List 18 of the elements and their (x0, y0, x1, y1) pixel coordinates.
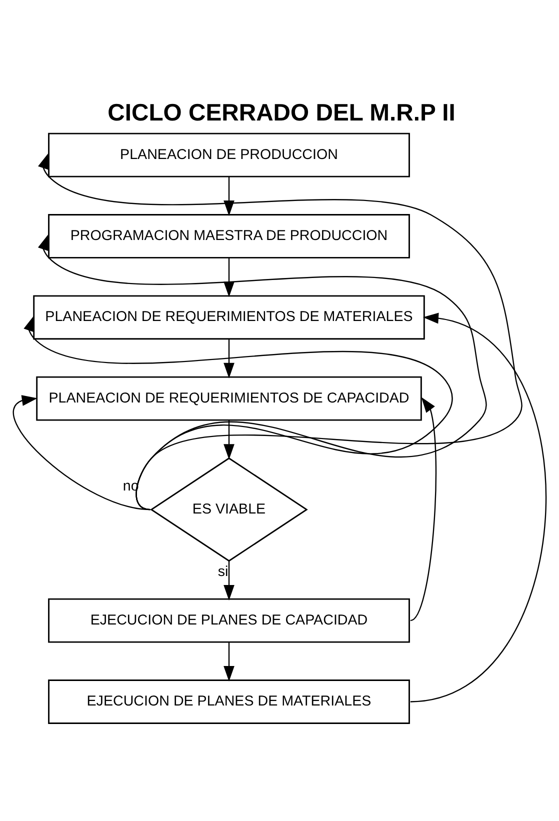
node-box: PROGRAMACION MAESTRA DE PRODUCCION (48, 214, 410, 258)
arrow (410, 397, 436, 622)
node-box: PLANEACION DE REQUERIMIENTOS DE MATERIALES (33, 295, 425, 340)
node-box: PLANEACION DE PRODUCCION (48, 132, 410, 178)
arrow (12, 395, 150, 510)
arrow (24, 316, 453, 510)
node-box: EJECUCION DE PLANES DE CAPACIDAD (48, 598, 410, 643)
arrow (224, 560, 234, 601)
arrow (224, 420, 234, 460)
node-box: PLANEACION DE REQUERIMIENTOS DE CAPACIDAD (36, 376, 422, 421)
arrow (224, 258, 234, 298)
edge-label: si (218, 564, 228, 580)
arrow (224, 339, 234, 378)
arrow (410, 312, 546, 702)
node-box: EJECUCION DE PLANES DE MATERIALES (48, 680, 410, 724)
node-diamond: ES VIABLE (150, 457, 308, 562)
diagram-title: CICLO CERRADO DEL M.R.P II (108, 99, 456, 126)
arrow (224, 642, 234, 682)
